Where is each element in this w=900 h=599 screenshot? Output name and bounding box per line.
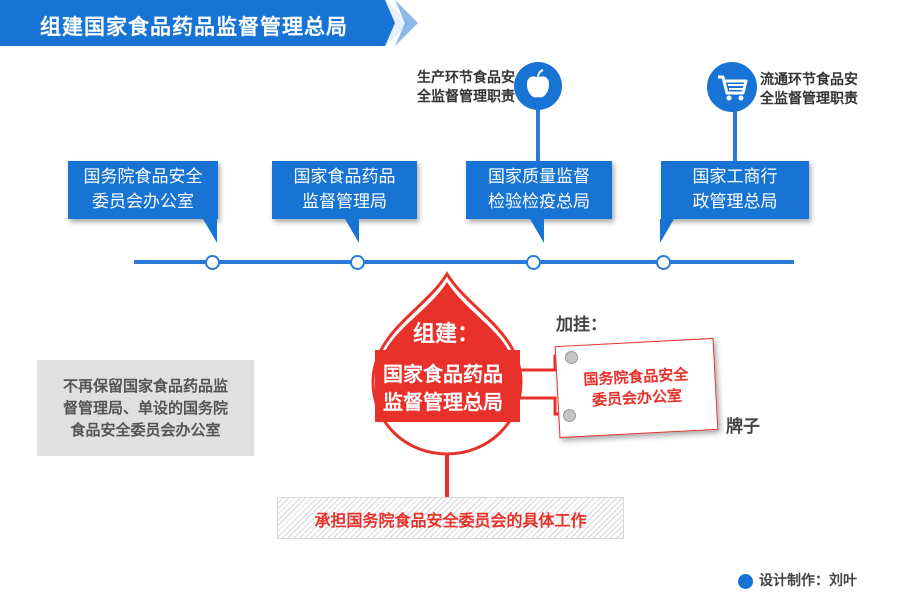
label-plaque: 牌子: [726, 417, 760, 437]
timeline-line: [134, 260, 794, 264]
drop-shape: [371, 271, 523, 456]
plaque-card: 国务院食品安全 委员会办公室: [554, 337, 719, 439]
shopping-cart-icon: [707, 62, 757, 112]
credit: 设计制作：刘叶: [738, 570, 857, 590]
note-line: 督管理局、单设的国务院: [62, 399, 228, 417]
drop-heading: 组建：: [413, 322, 480, 347]
production-label: 生产环节食品安 全监督管理职责: [391, 69, 515, 107]
apple-icon: [514, 62, 562, 110]
label-additional: 加挂：: [556, 315, 607, 335]
note-line: 食品安全委员会办公室: [70, 421, 221, 439]
banner-text: 承担国务院食品安全委员会的具体工作: [314, 511, 587, 530]
pin-icon: [563, 409, 576, 422]
header-ribbon: [0, 0, 418, 46]
agency-box-food-safety-office: 国务院食品安全 委员会办公室: [68, 161, 218, 219]
drop-title-line: 国家食品药品: [383, 362, 503, 386]
plaque-card-text: 国务院食品安全 委员会办公室: [557, 363, 716, 413]
callout-tail: [530, 219, 544, 243]
pin-icon: [565, 351, 578, 364]
callout-tail: [660, 219, 674, 243]
agency-box-line: 国家食品药品: [293, 167, 396, 187]
connector-line: [733, 108, 737, 161]
agency-box-line: 国务院食品安全: [83, 167, 203, 187]
callout-tail: [203, 219, 217, 243]
connector-line: [536, 106, 540, 161]
agency-box-line: 政管理总局: [692, 192, 778, 212]
agency-box-line: 监督管理局: [302, 192, 387, 212]
agency-box-line: 委员会办公室: [92, 192, 194, 212]
note-box: 不再保留国家食品药品监 督管理局、单设的国务院 食品安全委员会办公室: [37, 360, 254, 456]
agency-box-line: 国家工商行: [692, 167, 778, 187]
circulation-label-line: 流通环节食品安: [760, 72, 858, 88]
credit-text: 设计制作：刘叶: [759, 573, 857, 589]
drop-title-line: 监督管理总局: [383, 390, 503, 414]
timeline-node: [656, 255, 671, 270]
note-line: 不再保留国家食品药品监: [62, 377, 228, 395]
timeline-node: [205, 255, 220, 270]
agency-box-saic: 国家工商行 政管理总局: [661, 161, 809, 219]
page-title: 组建国家食品药品监督管理总局: [40, 15, 348, 39]
agency-box-aqsiq: 国家质量监督 检验检疫总局: [466, 161, 612, 219]
timeline-node: [526, 255, 541, 270]
agency-box-line: 国家质量监督: [488, 167, 590, 187]
circulation-label-line: 全监督管理职责: [760, 91, 858, 107]
production-label-line: 全监督管理职责: [417, 89, 515, 105]
banner-connector-line: [445, 455, 449, 497]
timeline-node: [350, 255, 365, 270]
logo-icon: [738, 573, 753, 589]
agency-box-line: 检验检疫总局: [488, 192, 590, 212]
agency-box-fda: 国家食品药品 监督管理局: [272, 161, 417, 219]
bottom-banner: 承担国务院食品安全委员会的具体工作: [277, 497, 624, 539]
production-label-line: 生产环节食品安: [417, 70, 515, 86]
circulation-label: 流通环节食品安 全监督管理职责: [760, 71, 858, 109]
callout-tail: [345, 219, 359, 243]
